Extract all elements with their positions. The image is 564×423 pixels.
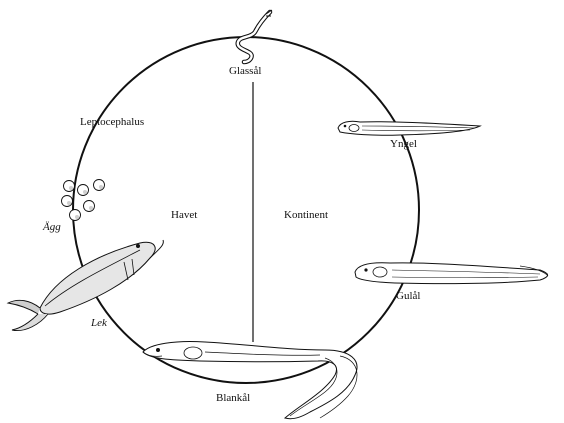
elver-illustration [338,121,480,135]
eggs-label: Ägg [43,222,61,233]
glass-eel-label: Glassål [229,66,261,77]
glass-eel-illustration [238,10,272,62]
life-cycle-circle [73,37,419,383]
silver-eel-illustration [143,341,357,418]
spawning-label: Lek [91,318,107,329]
yellow-eel-label: Gulål [396,291,420,302]
spawning-eel-illustration [8,240,163,331]
sea-region-label: Havet [171,210,197,221]
continent-region-label: Kontinent [284,210,328,221]
elver-label: Yngel [390,139,417,150]
silver-eel-label: Blankål [216,393,250,404]
yellow-eel-illustration [355,263,548,284]
eggs-illustration [62,180,105,221]
leptocephalus-label: Leptocephalus [80,117,144,128]
